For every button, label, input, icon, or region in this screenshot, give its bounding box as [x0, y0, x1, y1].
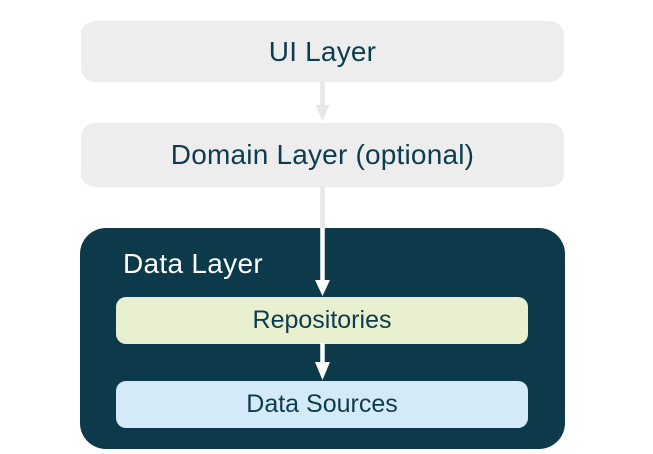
data-sources-box: Data Sources	[116, 381, 528, 428]
repositories-box: Repositories	[116, 297, 528, 344]
ui-layer-label: UI Layer	[268, 35, 377, 67]
domain-layer-label: Domain Layer (optional)	[170, 139, 475, 170]
domain-layer-box: Domain Layer (optional)	[81, 123, 564, 187]
data-layer-label: Data Layer	[123, 248, 263, 279]
repositories-label: Repositories	[252, 306, 392, 334]
ui-layer-box: UI Layer	[81, 21, 564, 82]
data-layer-box: Data Layer Repositories Data Sources	[80, 228, 565, 449]
data-sources-label: Data Sources	[246, 390, 398, 418]
arrow-down-icon	[315, 82, 330, 121]
